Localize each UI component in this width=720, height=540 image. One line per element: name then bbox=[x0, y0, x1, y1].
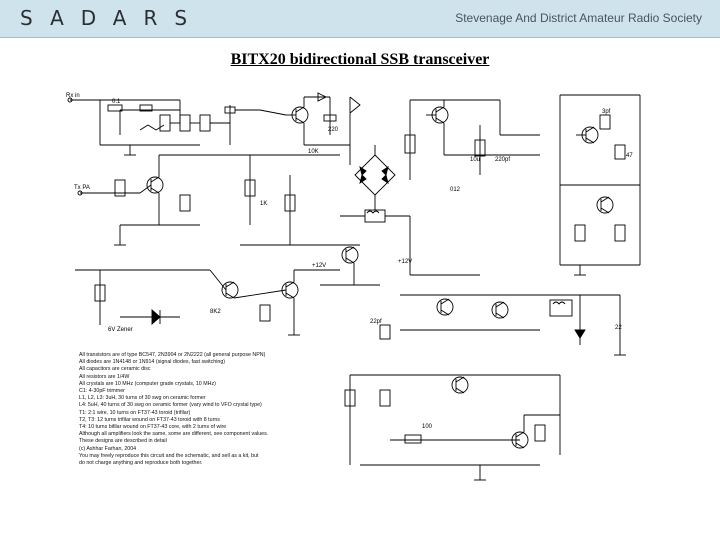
audio-amplifier bbox=[379, 294, 626, 356]
res-220-label: 220 bbox=[328, 127, 339, 133]
note-line: T4: 10 turns bifilar wound on FT37-43 co… bbox=[79, 424, 227, 431]
tx-pa-section bbox=[77, 154, 200, 246]
note-line: Although all amplifiers look the same, s… bbox=[79, 431, 269, 438]
res-8k2-label: 8K2 bbox=[210, 309, 221, 315]
if-amplifier bbox=[404, 99, 540, 180]
note-line: L4: 5uH, 40 turns of 30 swg on ceramic f… bbox=[79, 402, 262, 409]
res-1k-label: 1K bbox=[260, 201, 267, 207]
note-line: C1: 4-30pF trimmer bbox=[79, 388, 125, 395]
note-line: do not charge anything and reproduce bot… bbox=[79, 460, 203, 467]
note-line: T2, T3: 12 turns trifilar wound on FT37-… bbox=[79, 416, 220, 423]
note-line: These designs are described in detail bbox=[79, 438, 167, 445]
rx-in-label: Rx in bbox=[66, 93, 80, 99]
note-line: (c) Ashhar Farhan, 2004 bbox=[79, 445, 137, 452]
v12-label-b: +12V bbox=[398, 259, 412, 265]
tx-pa-label: Tx PA bbox=[74, 185, 90, 191]
note-line: All transistors are of type BC547, 2N390… bbox=[79, 352, 266, 358]
cap-47-label: 47 bbox=[626, 153, 633, 159]
rx-tx-switching bbox=[200, 154, 480, 286]
sadars-logo: SADARS bbox=[20, 6, 205, 30]
mixer-stage bbox=[259, 92, 361, 165]
component-labels: 0.1 1K 10K 220 3pf 47 bbox=[112, 99, 633, 207]
input-filter-section bbox=[67, 97, 260, 156]
cap-220pf-label: 220pf bbox=[495, 157, 510, 163]
res-100-label: 100 bbox=[422, 424, 433, 430]
cap-10u-label: 10u bbox=[470, 157, 480, 163]
vfo-section bbox=[559, 94, 641, 276]
cap-100n-label: 0.1 bbox=[112, 99, 121, 105]
cap-3pf-label: 3pf bbox=[602, 109, 611, 115]
res-10k-label: 10K bbox=[308, 149, 319, 155]
note-line: You may freely reproduce this circuit an… bbox=[79, 452, 259, 459]
note-line: T1: 2:1 wire, 10 turns on FT37-43 toroid… bbox=[79, 409, 191, 416]
note-line: L1, L2, L3: 3uH, 30 turns of 30 swg on c… bbox=[79, 395, 206, 402]
note-line: All crystals are 10 MHz (computer grade … bbox=[79, 380, 216, 387]
zener-label: 6V Zener bbox=[108, 327, 133, 333]
driver-stage bbox=[75, 269, 340, 336]
slide-title-text: BITX20 bidirectional SSB transceiver bbox=[230, 51, 490, 68]
v12-label-a: +12V bbox=[312, 263, 326, 269]
note-line: All capacitors are ceramic disc bbox=[79, 366, 151, 373]
bitx20-schematic: Rx in bbox=[66, 92, 641, 481]
note-line: All diodes are 1N4148 or 1N914 (signal d… bbox=[79, 359, 226, 366]
note-line: All resistors are 1/4W bbox=[79, 373, 130, 380]
component-notes: All transistors are of type BC547, 2N390… bbox=[79, 352, 339, 467]
res-22-label: 22 bbox=[615, 325, 622, 331]
header-banner: SADARS Stevenage And District Amateur Ra… bbox=[0, 0, 720, 38]
cap-22pf-label: 22pf bbox=[370, 319, 382, 325]
society-name: Stevenage And District Amateur Radio Soc… bbox=[455, 11, 702, 25]
q-012-label: 012 bbox=[450, 187, 461, 193]
diode-ring-mixer bbox=[340, 145, 410, 223]
bfo-section bbox=[344, 374, 561, 481]
slide-title: BITX20 bidirectional SSB transceiver bbox=[0, 51, 720, 69]
